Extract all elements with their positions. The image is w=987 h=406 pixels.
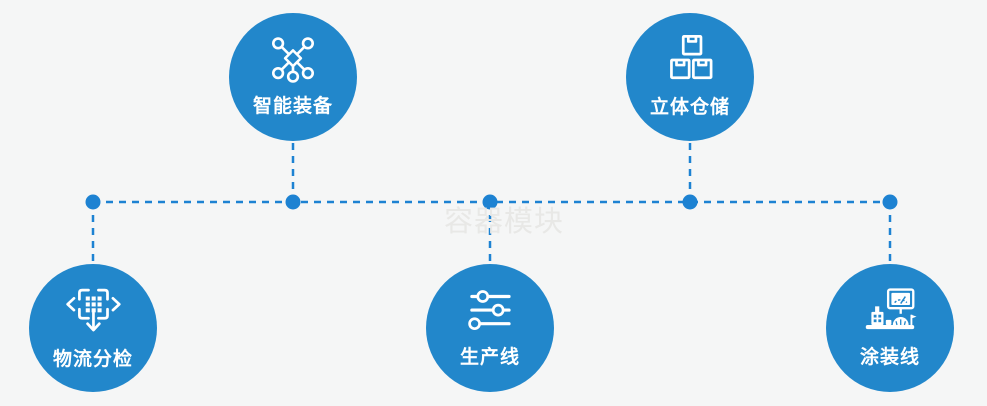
- sort-dispatch-icon: [66, 288, 121, 331]
- node-label: 立体仓储: [649, 96, 730, 118]
- node-logistics-sorting[interactable]: 物流分检: [29, 264, 157, 392]
- watermark: 容器模块: [444, 206, 565, 238]
- node-label: 涂装线: [859, 346, 920, 368]
- node-production-line[interactable]: 生产线: [426, 264, 554, 392]
- node-label: 智能装备: [252, 95, 333, 117]
- network-nodes-icon: [272, 36, 314, 83]
- node-label: 物流分检: [52, 348, 133, 370]
- node-stereoscopic-warehouse[interactable]: 立体仓储: [626, 13, 754, 141]
- node-smart-equipment[interactable]: 智能装备: [229, 13, 357, 141]
- stacked-boxes-icon: [670, 34, 713, 79]
- sliders-icon: [468, 289, 511, 330]
- node-label: 生产线: [459, 346, 520, 368]
- control-station-icon: [865, 287, 917, 329]
- node-painting-line[interactable]: 涂装线: [826, 264, 954, 392]
